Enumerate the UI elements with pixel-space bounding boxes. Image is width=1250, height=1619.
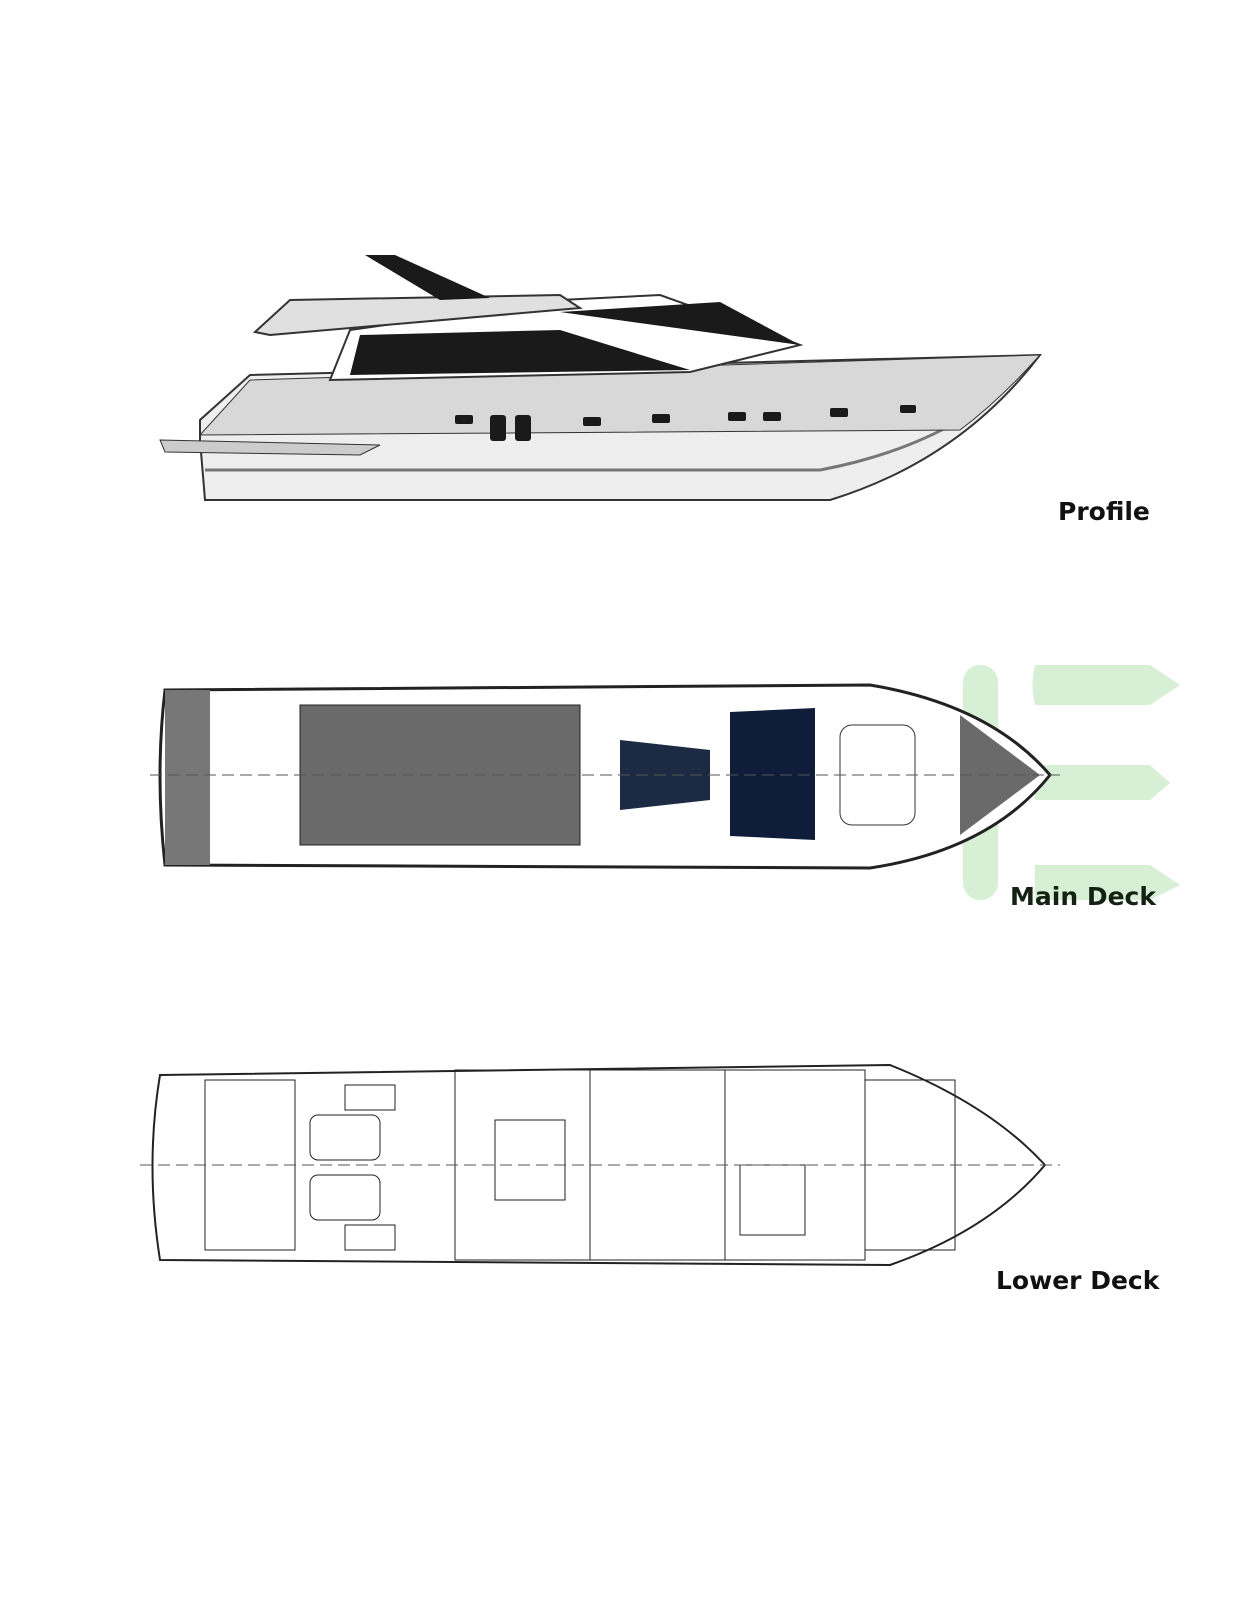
lower-deck-label: Lower Deck xyxy=(996,1266,1160,1295)
flybridge-windscreen xyxy=(560,302,800,345)
profile-drawing xyxy=(159,255,1043,501)
cabin-windows xyxy=(350,330,690,375)
profile-label: Profile xyxy=(1058,497,1150,526)
portholes xyxy=(455,405,916,441)
lower-deck-drawing xyxy=(140,1063,1060,1267)
main-deck-hull xyxy=(158,683,1052,870)
main-deck-drawing xyxy=(150,665,1180,900)
windscreen xyxy=(730,708,815,840)
engine-room xyxy=(309,1084,396,1251)
main-deck-label: Main Deck xyxy=(1010,882,1156,911)
aft-deck xyxy=(165,690,210,865)
radar-arch xyxy=(365,255,490,300)
swim-platform xyxy=(159,439,381,456)
hardtop xyxy=(252,293,583,337)
